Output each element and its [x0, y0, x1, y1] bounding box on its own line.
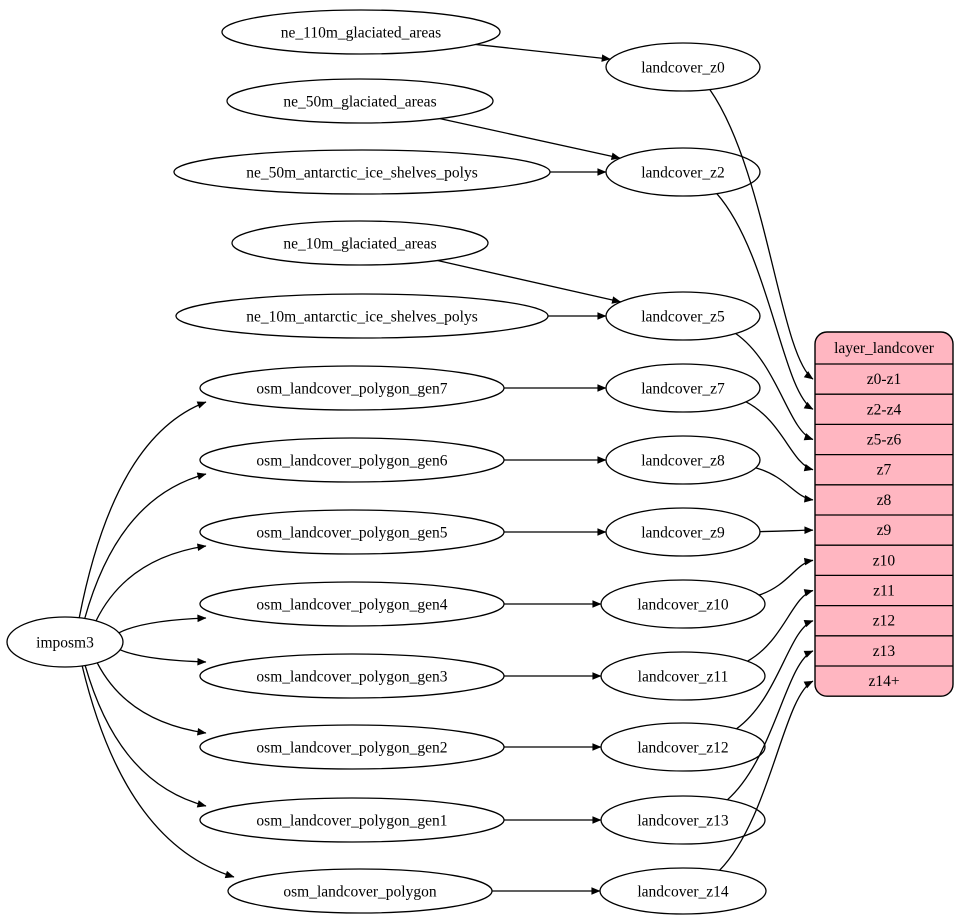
node-label: landcover_z7 [641, 381, 725, 398]
table-row-label-z8: z8 [877, 492, 892, 509]
node-label: landcover_z9 [641, 525, 725, 542]
node-landcover_z2: landcover_z2 [605, 147, 761, 197]
table-layer: layer_landcover z0-z1 z2-z4 z5-z6 z7 z8 z9 z10 z… [814, 331, 954, 697]
node-landcover_z7: landcover_z7 [605, 363, 761, 413]
edge-landcover_z9-to-row-z9 [759, 526, 814, 534]
node-osm_landcover_polygon_gen2: osm_landcover_polygon_gen2 [199, 724, 505, 770]
node-osm_landcover_polygon_gen1: osm_landcover_polygon_gen1 [199, 797, 505, 843]
node-label: ne_10m_antarctic_ice_shelves_polys [246, 309, 478, 326]
edge-ne_50m_glaciated_areas-to-landcover_z2 [439, 117, 621, 161]
edge-landcover_z2-to-row-z2-z4 [716, 193, 814, 410]
node-landcover_z0: landcover_z0 [605, 42, 761, 92]
edge-imposm3-to-osm_landcover_polygon_gen7 [78, 401, 207, 618]
table-row-label-z14+: z14+ [868, 673, 899, 690]
node-imposm3: imposm3 [6, 616, 124, 668]
edge-landcover_z0-to-row-z0-z1 [709, 89, 814, 380]
node-label: osm_landcover_polygon_gen4 [256, 597, 447, 614]
node-ellipse [226, 78, 494, 124]
table-row-label-z13: z13 [873, 643, 896, 660]
edge-ne_10m_glaciated_areas-to-landcover_z5 [437, 259, 622, 304]
edge-imposm3-to-osm_landcover_polygon_gen6 [84, 472, 207, 619]
node-label: ne_10m_glaciated_areas [283, 236, 436, 253]
edge-layer [78, 43, 814, 895]
node-osm_landcover_polygon_gen3: osm_landcover_polygon_gen3 [199, 653, 505, 699]
table-row-label-z10: z10 [873, 552, 896, 569]
node-ne_10m_antarctic_ice_shelves_polys: ne_10m_antarctic_ice_shelves_polys [175, 293, 549, 339]
edge-landcover_z14-to-row-z14+ [719, 680, 814, 871]
node-label: landcover_z2 [641, 165, 725, 182]
table-row-label-z0-z1: z0-z1 [867, 371, 901, 388]
table-row-label-z11: z11 [873, 583, 895, 600]
node-label: landcover_z8 [641, 453, 725, 470]
node-label: landcover_z13 [637, 813, 728, 830]
edge-landcover_z5-to-row-z5-z6 [735, 332, 814, 441]
node-landcover_z12: landcover_z12 [600, 722, 766, 772]
node-label: landcover_z12 [637, 740, 728, 757]
node-ne_110m_glaciated_areas: ne_110m_glaciated_areas [221, 9, 501, 55]
edge-imposm3-to-osm_landcover_polygon_gen3 [119, 649, 207, 666]
node-ellipse [231, 220, 489, 266]
edge-landcover_z8-to-row-z8 [755, 467, 814, 503]
node-landcover_z10: landcover_z10 [600, 579, 766, 629]
edge-imposm3-to-osm_landcover_polygon [81, 665, 235, 879]
node-landcover_z13: landcover_z13 [600, 795, 766, 845]
node-label: osm_landcover_polygon_gen1 [256, 813, 447, 830]
node-landcover_z14: landcover_z14 [599, 867, 767, 915]
node-ellipse [605, 42, 761, 92]
node-label: landcover_z14 [637, 884, 728, 901]
node-label: landcover_z0 [641, 60, 725, 77]
node-osm_landcover_polygon_gen6: osm_landcover_polygon_gen6 [199, 437, 505, 483]
edge-landcover_z13-to-row-z13 [726, 650, 814, 801]
edge-imposm3-to-osm_landcover_polygon_gen5 [95, 543, 207, 622]
node-label: osm_landcover_polygon_gen2 [256, 740, 447, 757]
node-layer: ne_110m_glaciated_areas ne_50m_glaciated_… [6, 9, 767, 915]
edge-imposm3-to-osm_landcover_polygon_gen2 [96, 662, 207, 736]
table-row-label-z2-z4: z2-z4 [867, 401, 902, 418]
node-label: landcover_z5 [641, 309, 725, 326]
node-label: osm_landcover_polygon_gen3 [256, 669, 447, 686]
node-label: ne_50m_antarctic_ice_shelves_polys [246, 165, 478, 182]
node-osm_landcover_polygon_gen4: osm_landcover_polygon_gen4 [199, 581, 505, 627]
table-row-label-z9: z9 [877, 522, 892, 539]
node-label: imposm3 [36, 635, 94, 652]
node-label: osm_landcover_polygon_gen6 [256, 453, 447, 470]
node-label: ne_110m_glaciated_areas [281, 25, 441, 42]
node-landcover_z8: landcover_z8 [605, 435, 761, 485]
node-label: osm_landcover_polygon_gen7 [256, 381, 447, 398]
node-ellipse [221, 9, 501, 55]
node-ne_10m_glaciated_areas: ne_10m_glaciated_areas [231, 220, 489, 266]
node-landcover_z5: landcover_z5 [605, 291, 761, 341]
edge-imposm3-to-osm_landcover_polygon_gen1 [84, 665, 207, 808]
node-ne_50m_glaciated_areas: ne_50m_glaciated_areas [226, 78, 494, 124]
table-header-label: layer_landcover [834, 340, 935, 357]
node-landcover_z9: landcover_z9 [605, 507, 761, 557]
node-ellipse [6, 616, 124, 668]
node-label: landcover_z10 [637, 597, 728, 614]
node-ne_50m_antarctic_ice_shelves_polys: ne_50m_antarctic_ice_shelves_polys [173, 149, 551, 195]
table-row-label-z12: z12 [873, 613, 895, 630]
edge-landcover_z12-to-row-z12 [736, 620, 814, 730]
node-label: osm_landcover_polygon [283, 884, 437, 901]
node-label: landcover_z11 [638, 669, 729, 686]
edge-landcover_z10-to-row-z10 [758, 557, 814, 596]
edge-landcover_z11-to-row-z11 [747, 589, 814, 662]
node-label: osm_landcover_polygon_gen5 [256, 525, 447, 542]
node-osm_landcover_polygon: osm_landcover_polygon [227, 868, 493, 914]
table-row-label-z7: z7 [877, 462, 892, 479]
edge-landcover_z7-to-row-z7 [745, 401, 814, 472]
node-landcover_z11: landcover_z11 [600, 651, 766, 701]
node-osm_landcover_polygon_gen7: osm_landcover_polygon_gen7 [199, 365, 505, 411]
edge-imposm3-to-osm_landcover_polygon_gen4 [118, 614, 207, 634]
table-row-label-z5-z6: z5-z6 [867, 432, 902, 449]
node-osm_landcover_polygon_gen5: osm_landcover_polygon_gen5 [199, 509, 505, 555]
edge-ne_110m_glaciated_areas-to-landcover_z0 [475, 43, 611, 62]
node-label: ne_50m_glaciated_areas [283, 94, 436, 111]
